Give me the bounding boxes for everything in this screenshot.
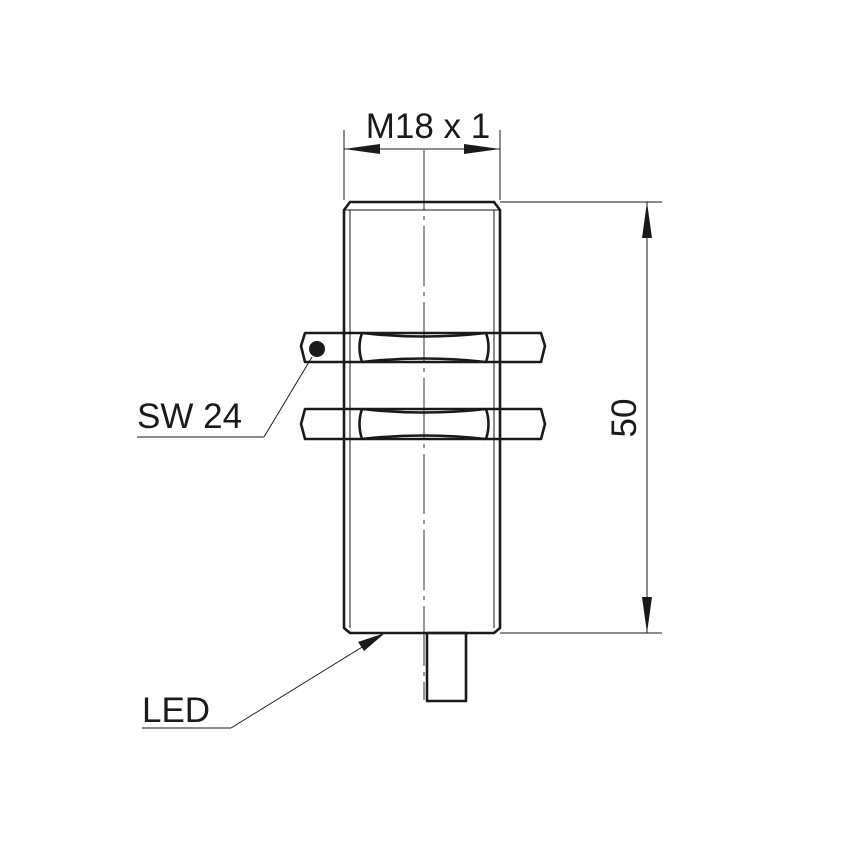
sensor-body	[342, 200, 502, 635]
wrench-size-callout: SW 24	[137, 356, 313, 438]
led-indicator-dot	[309, 341, 325, 357]
thread-dimension: M18 x 1	[343, 107, 501, 200]
thread-label: M18 x 1	[366, 107, 491, 146]
wrench-size-label: SW 24	[137, 397, 242, 436]
length-label: 50	[605, 399, 644, 438]
lock-nut-lower	[299, 407, 547, 441]
led-label: LED	[142, 691, 210, 730]
connector-pin	[425, 631, 468, 703]
length-dimension: 50	[500, 201, 662, 634]
led-callout: LED	[142, 633, 385, 730]
lock-nut-upper	[299, 331, 547, 364]
